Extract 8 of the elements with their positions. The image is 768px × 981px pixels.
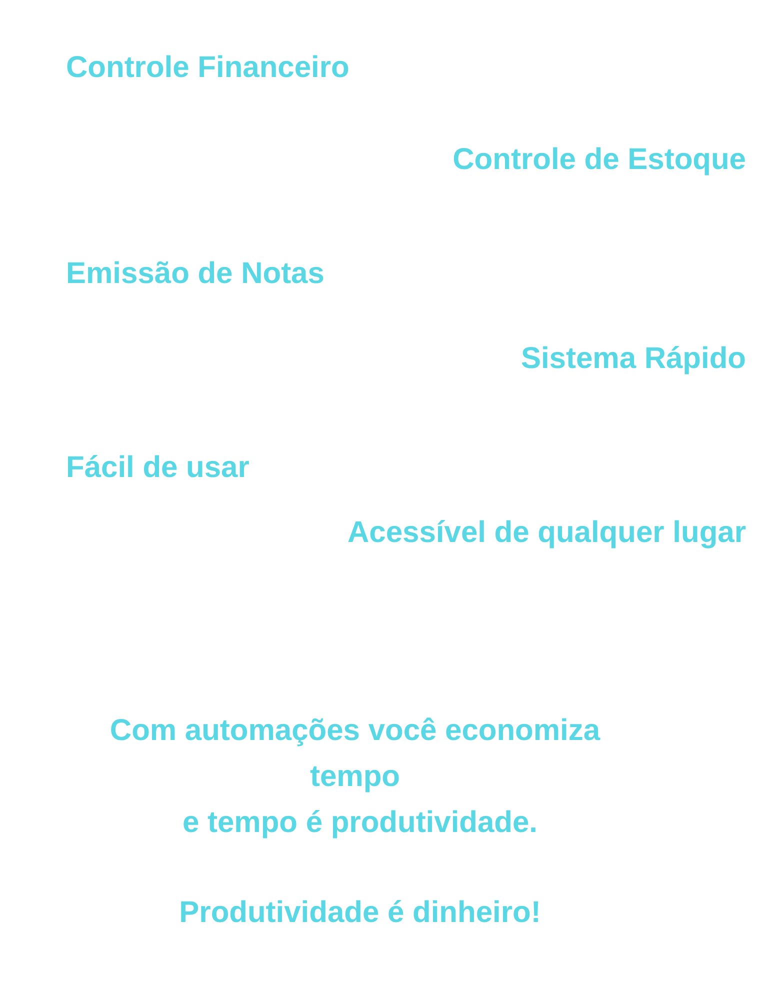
feature-label: Controle Financeiro xyxy=(66,50,350,86)
feature-label: Emissão de Notas xyxy=(66,256,324,292)
slogan-text: e tempo é produtividade. xyxy=(181,805,539,841)
feature-label: Sistema Rápido xyxy=(520,341,746,377)
feature-label: Fácil de usar xyxy=(66,450,250,486)
feature-label: Acessível de qualquer lugar xyxy=(348,515,746,551)
feature-label: Controle de Estoque xyxy=(452,142,746,178)
closing-slogan: Produtividade é dinheiro! xyxy=(178,895,542,931)
